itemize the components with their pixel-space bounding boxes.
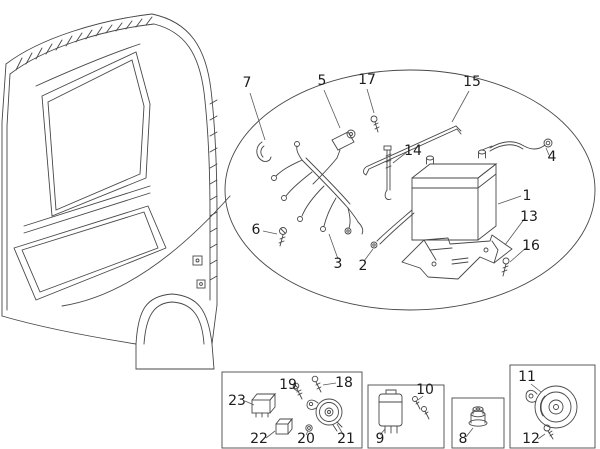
- callout-1[interactable]: 1: [523, 188, 532, 204]
- callout-14[interactable]: 14: [404, 143, 422, 159]
- callout-8[interactable]: 8: [459, 431, 468, 447]
- flasher-drawing: [378, 389, 403, 434]
- inset-boxes: [221, 364, 596, 449]
- callout-2[interactable]: 2: [359, 258, 368, 274]
- wiring-harness-drawing: [271, 141, 364, 235]
- callout-3[interactable]: 3: [334, 256, 343, 272]
- callout-4[interactable]: 4: [548, 149, 557, 165]
- callout-17[interactable]: 17: [358, 72, 376, 88]
- inset-box-grommet: [451, 397, 505, 449]
- buzzer-drawing: [306, 398, 343, 432]
- screws-10-drawing: [412, 396, 430, 420]
- callout-16[interactable]: 16: [522, 238, 540, 254]
- cab-drawing: [1, 13, 218, 370]
- terminal-screw-drawing: [278, 227, 287, 247]
- screw-19-drawing: [292, 382, 303, 400]
- callout-23[interactable]: 23: [228, 393, 246, 409]
- relay-small-drawing: [275, 417, 293, 435]
- callout-22[interactable]: 22: [250, 431, 268, 447]
- horn-bolt-drawing: [543, 424, 554, 440]
- inset-box-relays: [221, 371, 363, 449]
- callout-20[interactable]: 20: [297, 431, 315, 447]
- screw-18-drawing: [311, 375, 322, 393]
- callout-9[interactable]: 9: [376, 431, 385, 447]
- inset-box-horn: [509, 364, 596, 449]
- callout-18[interactable]: 18: [335, 375, 353, 391]
- inset-box-flasher: [367, 384, 445, 449]
- screw-16-drawing: [501, 257, 510, 277]
- callout-6[interactable]: 6: [252, 222, 261, 238]
- ground-cable-drawing: [370, 209, 415, 249]
- screw-17-drawing: [370, 115, 380, 133]
- clip-drawing: [256, 141, 272, 162]
- pointer-curve: [61, 195, 231, 307]
- leader-lines: [244, 88, 550, 440]
- horn-drawing: [525, 385, 578, 429]
- parts-ellipse: [224, 69, 596, 311]
- positive-cable-drawing: [481, 138, 553, 152]
- grommet-drawing: [468, 406, 488, 427]
- callout-19[interactable]: 19: [279, 377, 297, 393]
- battery-tray-drawing: [401, 234, 513, 280]
- holddown-rod-drawing: [363, 125, 462, 176]
- relay-large-drawing: [251, 392, 276, 418]
- callout-21[interactable]: 21: [337, 431, 355, 447]
- fuse-holder-drawing: [312, 129, 356, 185]
- callout-13[interactable]: 13: [520, 209, 538, 225]
- threaded-rod-drawing: [383, 145, 392, 200]
- callout-12[interactable]: 12: [522, 431, 540, 447]
- callout-5[interactable]: 5: [318, 73, 327, 89]
- callout-7[interactable]: 7: [243, 75, 252, 91]
- callouts: 7 5 17 15 14 4 1 13 16 6 3 2 23 19 18 22…: [228, 72, 556, 447]
- callout-15[interactable]: 15: [463, 74, 481, 90]
- callout-11[interactable]: 11: [518, 369, 536, 385]
- battery-drawing: [411, 149, 498, 241]
- nut-20-drawing: [305, 424, 313, 432]
- callout-10[interactable]: 10: [416, 382, 434, 398]
